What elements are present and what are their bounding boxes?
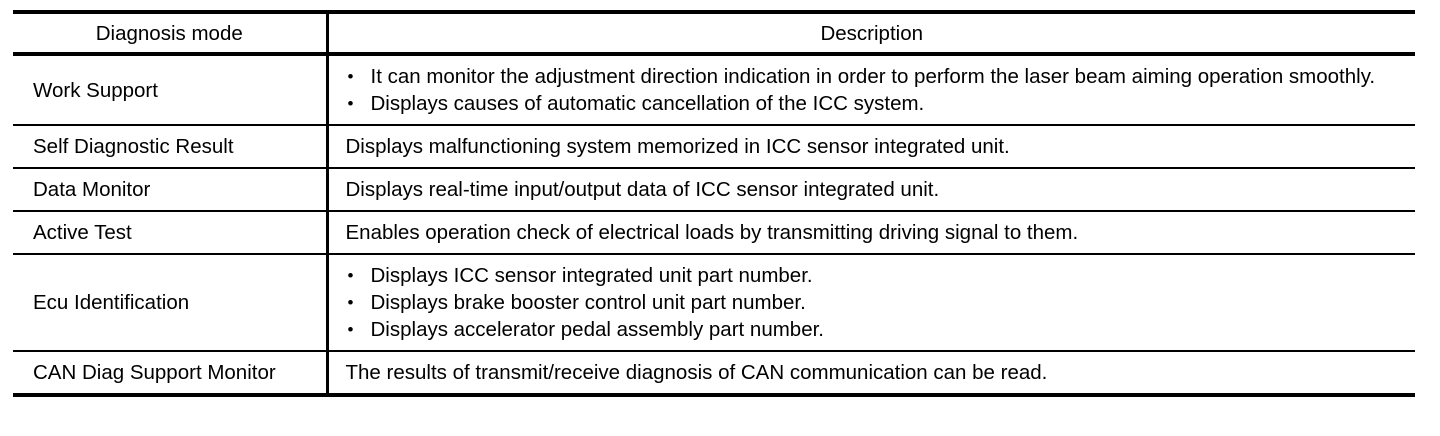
column-header-description: Description [327,10,1415,56]
table-row: Active Test Enables operation check of e… [13,210,1415,254]
table-row: Ecu Identification • Displays ICC sensor … [13,253,1415,351]
table-row: CAN Diag Support Monitor The results of … [13,350,1415,397]
table-row: Self Diagnostic Result Displays malfunct… [13,124,1415,168]
bullet-icon: • [347,67,354,86]
row-mode-label: Self Diagnostic Result [33,135,234,158]
table-row: Work Support • It can monitor the adjustm… [13,54,1415,125]
row-description-data-monitor: Displays real-time input/output data of … [327,167,1415,211]
row-description-work-support: • It can monitor the adjustment direction… [327,54,1415,125]
list-item-text: Displays ICC sensor integrated unit part… [370,264,813,287]
table-body: Diagnosis mode Description Work Support … [13,10,1415,397]
row-description-self-diagnostic-result: Displays malfunctioning system memorized… [327,124,1415,168]
list-item: • Displays brake booster control unit par… [346,289,1404,316]
row-mode-work-support: Work Support [13,54,329,125]
list-item-text: It can monitor the adjustment direction … [370,65,1376,88]
row-mode-label: Ecu Identification [33,291,190,314]
description-text: The results of transmit/receive diagnosi… [345,361,1048,384]
row-description-ecu-identification: • Displays ICC sensor integrated unit par… [327,253,1415,351]
bullet-icon: • [347,320,354,339]
list-item-text: Displays brake booster control unit part… [370,291,806,314]
list-item: • It can monitor the adjustment direction… [346,63,1404,90]
row-mode-label: Work Support [33,78,158,102]
row-mode-label: CAN Diag Support Monitor [33,361,276,384]
list-item: • Displays causes of automatic cancellati… [346,90,1404,117]
description-text: Enables operation check of electrical lo… [345,221,1079,244]
bullet-icon: • [347,293,354,312]
description-text: Displays malfunctioning system memorized… [345,135,1010,158]
row-description-active-test: Enables operation check of electrical lo… [327,210,1415,254]
table-header-row: Diagnosis mode Description [13,10,1415,56]
row-description-can-diag-support-monitor: The results of transmit/receive diagnosi… [327,350,1415,397]
row-mode-self-diagnostic-result: Self Diagnostic Result [13,124,329,168]
column-header-description-label: Description [820,21,924,45]
list-item: • Displays ICC sensor integrated unit par… [346,262,1404,289]
column-header-diagnosis-mode: Diagnosis mode [13,10,329,56]
list-item-text: Displays accelerator pedal assembly part… [370,318,825,341]
row-mode-ecu-identification: Ecu Identification [13,253,329,351]
table-row: Data Monitor Displays real-time input/ou… [13,167,1415,211]
row-mode-can-diag-support-monitor: CAN Diag Support Monitor [13,350,329,397]
row-mode-active-test: Active Test [13,210,329,254]
list-item-text: Displays causes of automatic cancellatio… [370,92,925,115]
diagnosis-mode-table: Diagnosis mode Description Work Support … [13,10,1415,397]
list-item: • Displays accelerator pedal assembly par… [346,316,1404,343]
bullet-list: • It can monitor the adjustment direction… [346,63,1404,117]
bullet-list: • Displays ICC sensor integrated unit par… [346,262,1404,343]
row-mode-label: Active Test [33,221,132,244]
row-mode-label: Data Monitor [33,178,151,201]
bullet-icon: • [347,266,354,285]
column-header-diagnosis-mode-label: Diagnosis mode [95,21,243,45]
row-mode-data-monitor: Data Monitor [13,167,329,211]
bullet-icon: • [347,94,354,113]
description-text: Displays real-time input/output data of … [345,178,940,201]
